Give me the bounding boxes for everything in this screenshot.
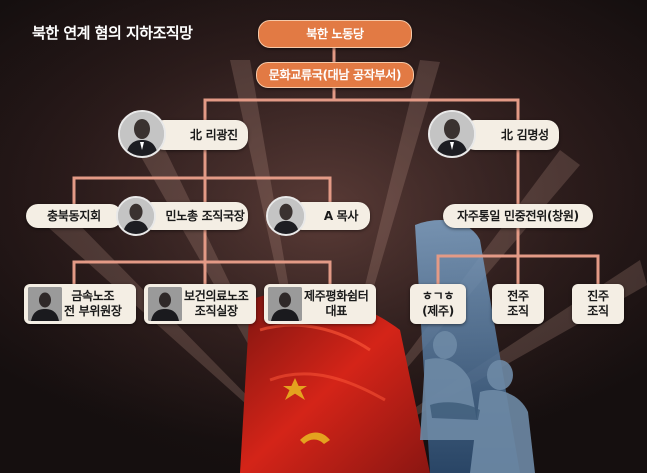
- node-changwon-vanguard: 자주통일 민중전위(창원): [443, 204, 593, 228]
- node-jinju-cell: 진주 조직: [572, 284, 624, 324]
- node-jeonju-cell: 전주 조직: [492, 284, 544, 324]
- node-north-korea-party: 북한 노동당: [258, 20, 412, 48]
- node-cultural-exchange-bureau: 문화교류국(대남 공작부서): [256, 62, 414, 88]
- node-chungbuk-comrades: 충북동지회: [26, 204, 122, 228]
- person-photo-icon: [148, 287, 182, 321]
- person-photo-icon: [268, 287, 302, 321]
- node-leader-ri-gwangjin: 北 리광진: [152, 120, 248, 150]
- node-kctu-organizing-chief: 민노총 조직국장: [140, 202, 248, 230]
- person-photo-icon: [28, 287, 62, 321]
- node-jeju-member: ㅎㄱㅎ (제주): [410, 284, 466, 324]
- node-leader-kim-myeongseong: 北 김명성: [463, 120, 559, 150]
- chart-title: 북한 연계 혐의 지하조직망: [32, 24, 193, 42]
- person-photo-icon: [266, 196, 306, 236]
- person-photo-icon: [116, 196, 156, 236]
- person-photo-icon: [118, 110, 166, 158]
- person-photo-icon: [428, 110, 476, 158]
